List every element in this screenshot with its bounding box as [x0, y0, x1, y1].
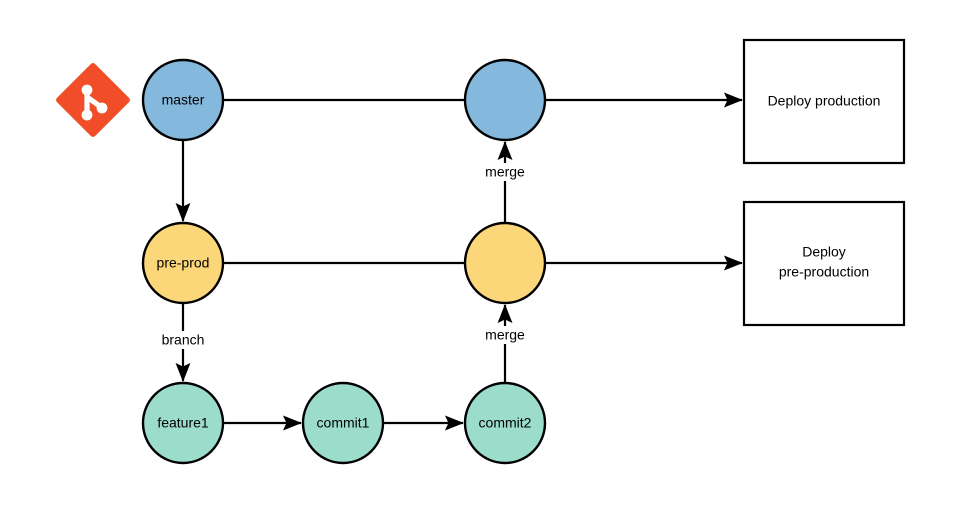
node-commit1[interactable]: commit1 — [301, 381, 385, 465]
box-label-deploy-production: Deploy production — [768, 93, 881, 109]
node-preprod[interactable]: pre-prod — [141, 221, 225, 305]
node-label-commit2: commit2 — [479, 415, 532, 431]
node-master[interactable]: master — [141, 58, 225, 142]
edge-preprod-to-feature1: branch — [150, 303, 216, 382]
edge-label-merge-top: merge — [485, 164, 525, 180]
node-label-preprod: pre-prod — [157, 255, 210, 271]
node-commit2[interactable]: commit2 — [463, 381, 547, 465]
box-deploy-production[interactable]: Deploy production — [742, 38, 906, 165]
box-label-deploy-preproduction-line2: pre-production — [779, 264, 869, 280]
node-master-merge[interactable] — [463, 58, 547, 142]
node-feature1[interactable]: feature1 — [141, 381, 225, 465]
edge-label-merge-bottom: merge — [485, 327, 525, 343]
node-label-feature1: feature1 — [157, 415, 209, 431]
node-label-commit1: commit1 — [317, 415, 370, 431]
edge-commit2-to-preprod-merge: merge — [476, 304, 534, 383]
box-label-deploy-preproduction-line1: Deploy — [802, 244, 846, 260]
node-label-master: master — [162, 92, 205, 108]
edge-label-branch: branch — [162, 332, 205, 348]
box-deploy-preproduction[interactable]: Deploy pre-production — [742, 200, 906, 327]
edge-preprod-merge-to-master-merge: merge — [476, 141, 534, 223]
node-preprod-merge[interactable] — [463, 221, 547, 305]
git-logo-icon — [56, 63, 130, 137]
